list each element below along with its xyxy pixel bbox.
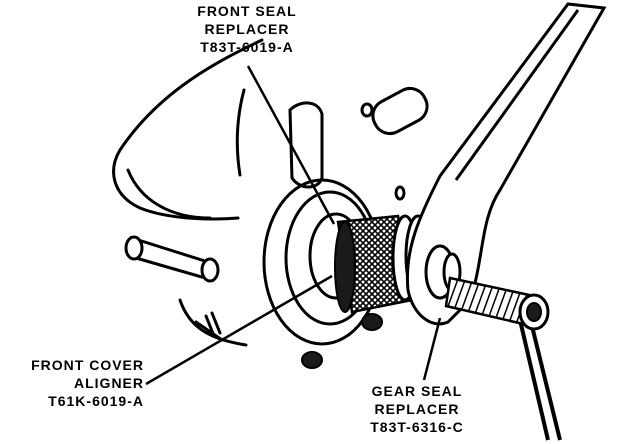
gear-seal-line1: GEAR SEAL: [371, 383, 463, 399]
leader-front-seal: [246, 65, 336, 225]
front-seal-part-number: T83T-6019-A: [200, 39, 294, 55]
leader-lines: [145, 65, 442, 386]
bolt-boss: [360, 86, 429, 201]
dowel-pin: [124, 235, 220, 283]
front-seal-line2: REPLACER: [204, 21, 290, 37]
gear-seal-part-number: T83T-6316-C: [370, 419, 464, 435]
gear-seal-replacer-tool: [405, 2, 607, 441]
callout-front-cover-aligner: FRONT COVER ALIGNER T61K-6019-A: [2, 356, 144, 410]
front-seal-line1: FRONT SEAL: [197, 3, 297, 19]
cover-slot: [288, 101, 324, 189]
leader-gear-seal: [422, 317, 442, 381]
callout-gear-seal-replacer: GEAR SEAL REPLACER T83T-6316-C: [352, 382, 482, 436]
leader-front-cover: [145, 274, 333, 386]
front-cover-line1: FRONT COVER: [31, 357, 144, 373]
front-cover-part-number: T61K-6019-A: [48, 393, 144, 409]
callout-front-seal-replacer: FRONT SEAL REPLACER T83T-6019-A: [172, 2, 322, 56]
front-cover-line2: ALIGNER: [74, 375, 144, 391]
gear-seal-line2: REPLACER: [374, 401, 460, 417]
engine-front-cover: [112, 38, 264, 347]
